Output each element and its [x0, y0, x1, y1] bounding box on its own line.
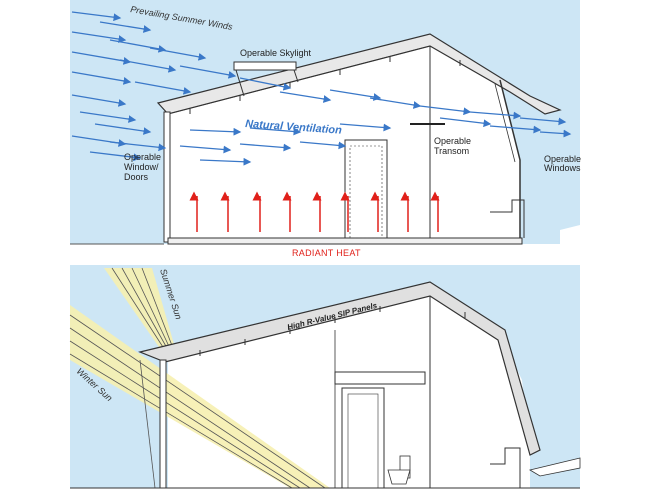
- label-radiant-heat: RADIANT HEAT: [292, 248, 361, 258]
- top-panel: Prevailing Summer Winds Operable Skyligh…: [70, 0, 581, 260]
- bottom-ground: [70, 488, 580, 498]
- toilet: [387, 455, 411, 485]
- summer-sun-rays: [104, 267, 178, 360]
- label-window-doors-3: Doors: [124, 172, 149, 182]
- label-windows-1: Operable: [544, 154, 581, 164]
- top-ceiling-line: [167, 45, 431, 115]
- top-right-wall: [499, 79, 521, 242]
- heat-arrows: [189, 191, 440, 232]
- top-ground: [70, 225, 580, 260]
- label-transom-2: Transom: [434, 146, 469, 156]
- bottom-roof-rafters: [199, 306, 466, 356]
- bottom-left-wall: [159, 359, 167, 489]
- bottom-panel: Summer Sun Winter Sun High R-Value SIP P…: [69, 265, 581, 498]
- top-left-wall: [163, 111, 171, 243]
- skylight: [233, 61, 299, 97]
- bottom-roof: [138, 281, 541, 456]
- bottom-stairs: [490, 447, 521, 488]
- top-stairs: [490, 199, 525, 238]
- winter-sun-rays: [69, 305, 330, 489]
- label-operable-skylight: Operable Skylight: [240, 48, 312, 58]
- label-windows-2: Windows: [544, 163, 581, 173]
- wind-arrows: [71, 11, 572, 166]
- top-floor: [167, 237, 523, 245]
- label-transom-1: Operable: [434, 136, 471, 146]
- label-window-doors-1: Operable: [124, 152, 161, 162]
- label-window-doors-2: Window/: [124, 162, 159, 172]
